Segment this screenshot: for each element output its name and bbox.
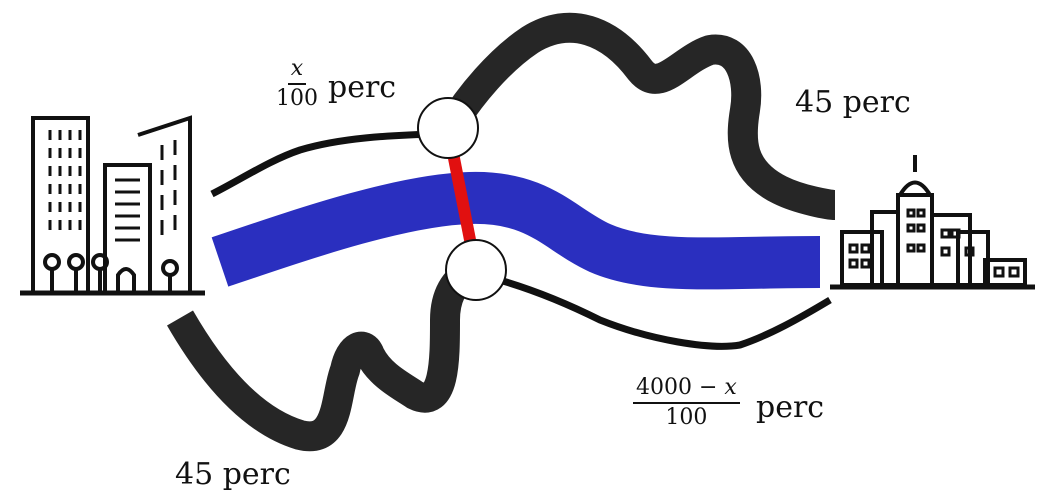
road-bottom-left-45 <box>167 258 478 452</box>
city-buildings-icon <box>20 115 205 296</box>
bridge-node-bottom <box>445 239 507 301</box>
fraction-numerator-variable: x <box>724 375 737 400</box>
road-top-left-x-over-100 <box>210 130 441 198</box>
fraction-numerator: x <box>287 58 307 85</box>
road-bottom-right-4000-minus-x <box>484 272 832 350</box>
fraction-numerator-constant: 4000 − <box>636 375 718 400</box>
label-top-left-fraction: x 100 <box>276 58 318 110</box>
label-bottom-left: 45 perc <box>175 457 291 492</box>
fraction-numerator: 4000 − x <box>633 377 740 404</box>
bridge <box>446 146 478 252</box>
city-skyline-icon <box>830 155 1035 290</box>
label-bottom-right-unit: perc <box>756 390 825 425</box>
bridge-node-top <box>417 97 479 159</box>
label-top-right: 45 perc <box>795 85 911 120</box>
label-top-left-unit: perc <box>328 70 397 105</box>
fraction-denominator: 100 <box>276 86 318 111</box>
road-top-right-45 <box>437 12 837 220</box>
label-bottom-right-fraction: 4000 − x 100 <box>633 377 740 429</box>
river <box>211 171 821 290</box>
fraction-denominator: 100 <box>665 405 708 430</box>
